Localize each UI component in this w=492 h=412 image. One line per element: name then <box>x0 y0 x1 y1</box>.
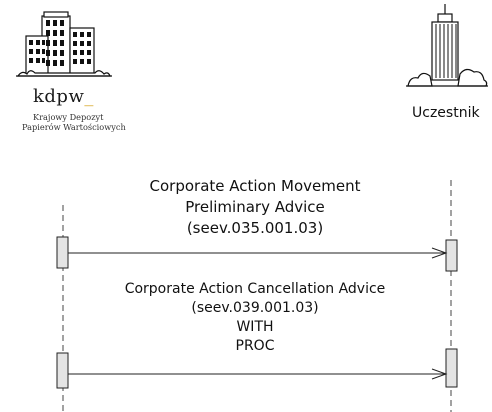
left-activation-1 <box>56 236 69 269</box>
message-arrow-1 <box>68 247 448 259</box>
left-activation-2 <box>56 352 69 389</box>
skyscraper-icon <box>406 4 488 87</box>
message-2-line-1: Corporate Action Cancellation Advice <box>124 281 386 297</box>
participant-label: Uczestnik <box>412 105 480 121</box>
message-1-line-1: Corporate Action Movement <box>149 177 361 195</box>
message-2-line-3: WITH <box>236 319 274 335</box>
right-activation-1 <box>445 239 458 272</box>
message-1-line-2: Preliminary Advice <box>185 198 325 216</box>
office-building-icon <box>16 11 112 77</box>
message-1-line-3: (seev.035.001.03) <box>186 219 324 237</box>
logo-subtitle-line1: Krajowy Depozyt <box>33 112 104 122</box>
message-2-line-2: (seev.039.001.03) <box>191 300 319 316</box>
message-2-line-4: PROC <box>235 338 275 354</box>
message-arrow-2 <box>68 368 448 380</box>
brand-underscore: _ <box>84 86 94 107</box>
right-activation-2 <box>445 348 458 388</box>
logo-subtitle-line2: Papierów Wartościowych <box>22 122 126 132</box>
kdpw-logo-text: kdpw_ <box>33 86 94 107</box>
brand-name: kdpw <box>33 86 85 107</box>
